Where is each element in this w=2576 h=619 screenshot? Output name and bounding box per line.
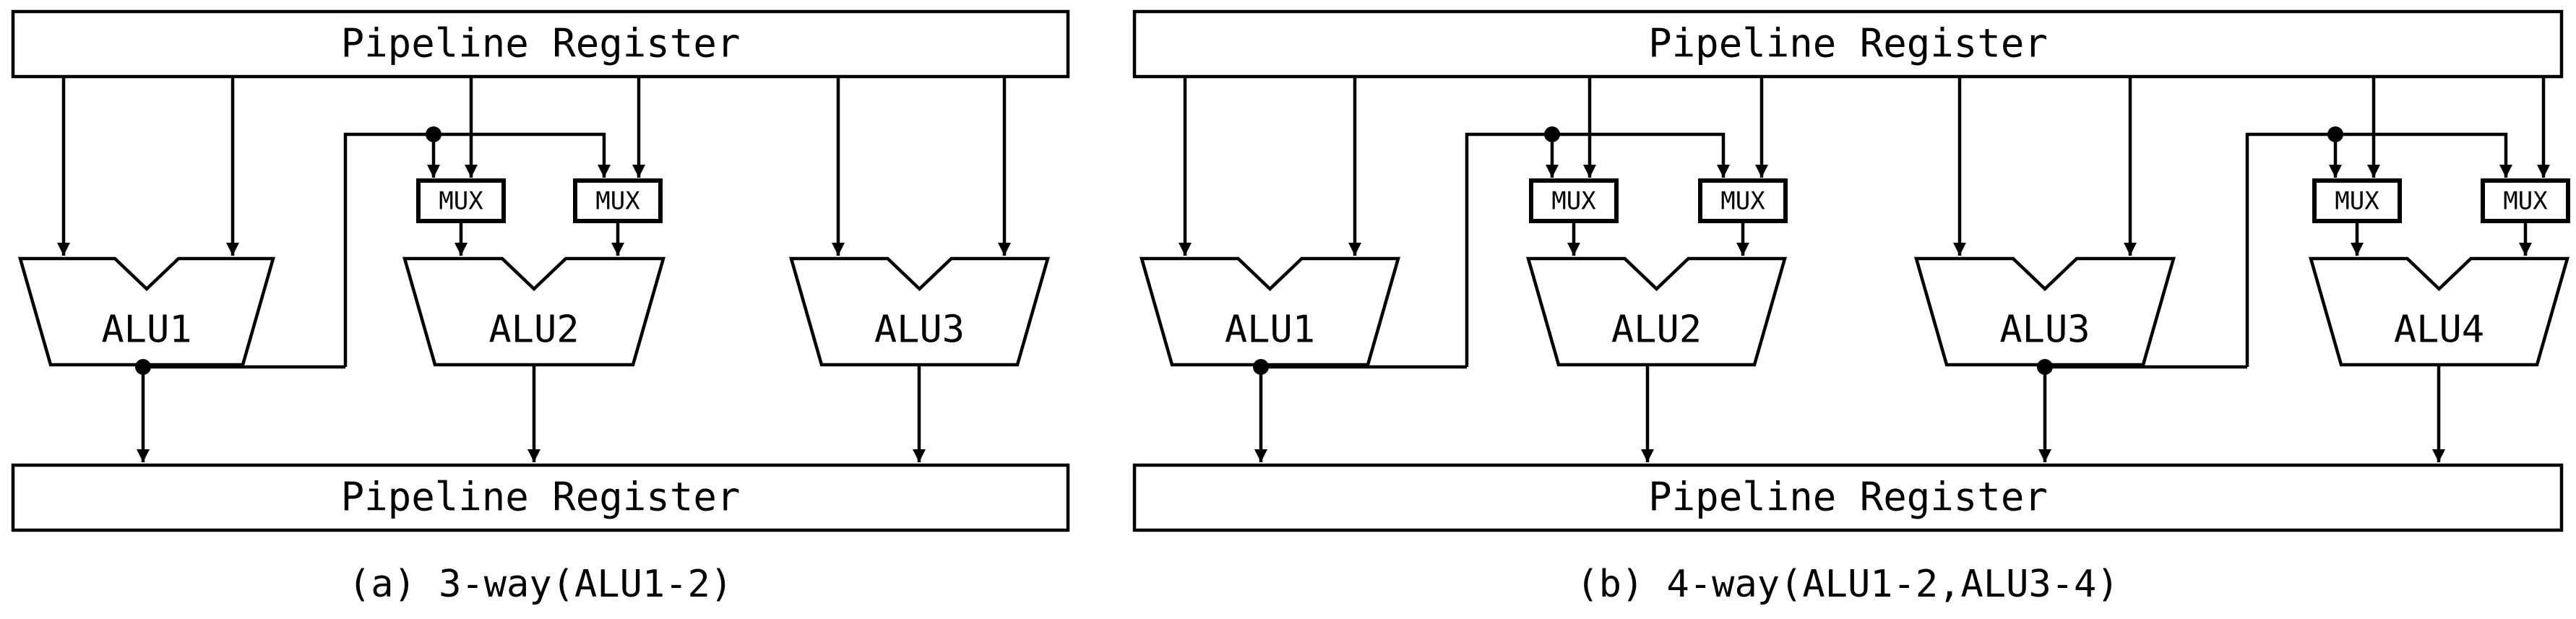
panel-b-mux1: MUX [1529, 178, 1619, 223]
panel-a-top-register-label: Pipeline Register [341, 21, 741, 66]
panel-a-mux2: MUX [573, 178, 663, 223]
panel-b-alu3-shape [1914, 256, 2176, 367]
panel-b-bypass-riser-1 [1465, 132, 1552, 367]
panel-b-alu4-shape [2309, 256, 2569, 367]
panel-b-mux3-label: MUX [2335, 187, 2379, 216]
panel-b-mux4-label: MUX [2503, 187, 2548, 216]
panel-b-alu1-label: ALU1 [1225, 308, 1315, 352]
panel-b-alu2-label: ALU2 [1611, 308, 1702, 352]
panel-a-alu3: ALU3 [789, 256, 1050, 367]
panel-a-mux2-in-bypass [434, 132, 611, 178]
panel-b-mux2-in-bypass [1552, 132, 1730, 178]
panel-a-top-register: Pipeline Register [11, 9, 1070, 79]
panel-b-mux2: MUX [1698, 178, 1788, 223]
panel-a-alu3-shape [789, 256, 1050, 367]
panel-a-alu3-label: ALU3 [874, 308, 965, 352]
panel-b-alu4-label: ALU4 [2394, 308, 2484, 352]
panel-b-alu1-shape [1140, 256, 1400, 367]
panel-a-caption: (a) 3-way(ALU1-2) [348, 563, 733, 606]
panel-b-mux3-box [2312, 178, 2402, 223]
panel-a-alu2-label: ALU2 [488, 308, 579, 352]
panel-a-mux2-label: MUX [595, 187, 640, 216]
panel-b-caption: (b) 4-way(ALU1-2,ALU3-4) [1576, 563, 2119, 606]
panel-b-top-register: Pipeline Register [1132, 9, 2564, 79]
panel-a-alu2-shape [402, 256, 665, 367]
panel-a-mux1-label: MUX [439, 187, 483, 216]
panel-b-alu3-label: ALU3 [1999, 308, 2090, 352]
panel-a-bottom-register: Pipeline Register [11, 463, 1070, 532]
panel-b-mux4: MUX [2481, 178, 2570, 223]
panel-b-alu4: ALU4 [2309, 256, 2569, 367]
panel-b-mux4-in-bypass [2335, 132, 2512, 178]
panel-a-alu1: ALU1 [18, 256, 275, 367]
panel-a-mux2-box [573, 178, 663, 223]
panel-a-alu2: ALU2 [402, 256, 665, 367]
panel-a-bottom-register-box [11, 463, 1070, 532]
panel-b-alu3: ALU3 [1914, 256, 2176, 367]
panel-b-mux3: MUX [2312, 178, 2402, 223]
panel-b-mux2-label: MUX [1720, 187, 1765, 216]
panel-b-alu2-shape [1526, 256, 1787, 367]
panel-b-bottom-register-label: Pipeline Register [1648, 475, 2048, 520]
panel-b-top-register-box [1132, 9, 2564, 79]
panel-a-top-register-box [11, 9, 1070, 79]
panel-b-bypass-riser-2 [2245, 132, 2335, 367]
panel-a-alu1-shape [18, 256, 275, 367]
panel-a-bottom-register-label: Pipeline Register [341, 475, 741, 520]
panel-b-alu1: ALU1 [1140, 256, 1400, 367]
panel-b-mux1-label: MUX [1551, 187, 1596, 216]
panel-b-mux2-box [1698, 178, 1788, 223]
panel-b-bottom-register-box [1132, 463, 2564, 532]
panel-a-alu1-label: ALU1 [101, 308, 191, 352]
panel-b-bottom-register: Pipeline Register [1132, 463, 2564, 532]
panel-a-mux1: MUX [416, 178, 506, 223]
panel-b-alu2: ALU2 [1526, 256, 1787, 367]
panel-b-top-register-label: Pipeline Register [1648, 21, 2048, 66]
panel-a-bypass-riser [343, 132, 434, 367]
